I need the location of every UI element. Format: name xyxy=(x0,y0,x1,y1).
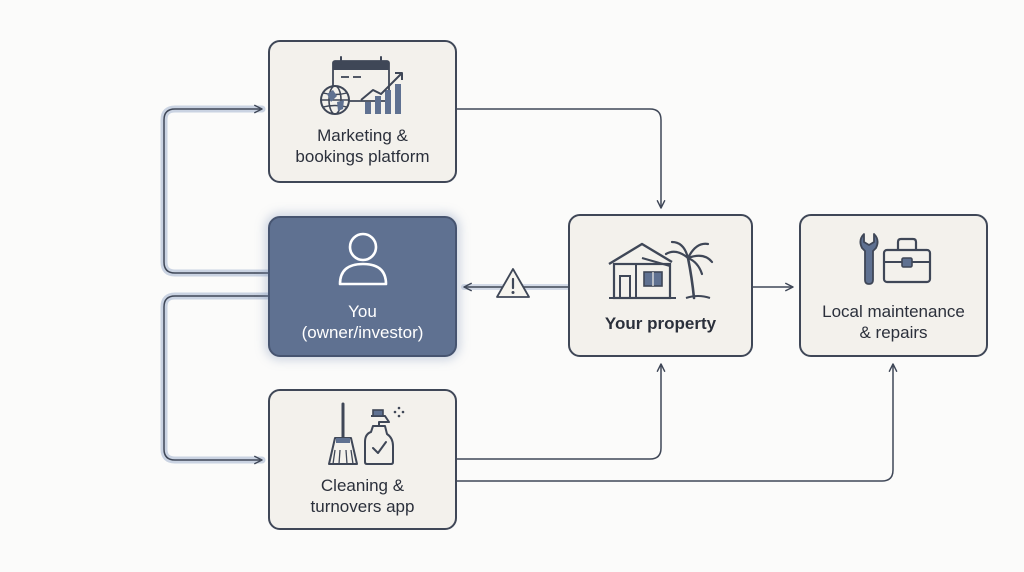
connector-you-to-marketing xyxy=(160,104,272,277)
connector-cleaning-to-maintenance xyxy=(457,363,898,482)
house-palm-tree-icon xyxy=(606,238,716,305)
broom-spray-bottle-icon xyxy=(321,402,405,471)
marketing-label-line1: Marketing & xyxy=(317,126,408,145)
marketing-label-line2: bookings platform xyxy=(295,147,430,166)
person-icon xyxy=(336,230,390,293)
node-marketing-bookings-platform[interactable]: Marketing & bookings platform xyxy=(268,40,457,183)
warning-icon xyxy=(494,266,532,305)
node-you-owner-investor[interactable]: You (owner/investor) xyxy=(268,216,457,357)
you-label-line1: You xyxy=(348,302,377,321)
maintenance-label-line1: Local maintenance xyxy=(822,302,965,321)
node-your-property[interactable]: Your property xyxy=(568,214,753,357)
property-label: Your property xyxy=(604,313,717,333)
maintenance-label-line2: & repairs xyxy=(859,323,928,342)
cleaning-label-line1: Cleaning & xyxy=(320,476,405,495)
node-local-maintenance-repairs[interactable]: Local maintenance & repairs xyxy=(799,214,988,357)
globe-calendar-growth-chart-icon xyxy=(317,56,409,121)
node-cleaning-turnovers-app[interactable]: Cleaning & turnovers app xyxy=(268,389,457,530)
connector-marketing-to-property xyxy=(457,108,666,209)
wrench-toolbox-icon xyxy=(854,228,934,291)
cleaning-label-line2: turnovers app xyxy=(310,497,415,516)
you-label-line2: (owner/investor) xyxy=(301,323,424,342)
connector-you-to-cleaning xyxy=(160,292,272,465)
connector-cleaning-to-property xyxy=(457,363,666,460)
